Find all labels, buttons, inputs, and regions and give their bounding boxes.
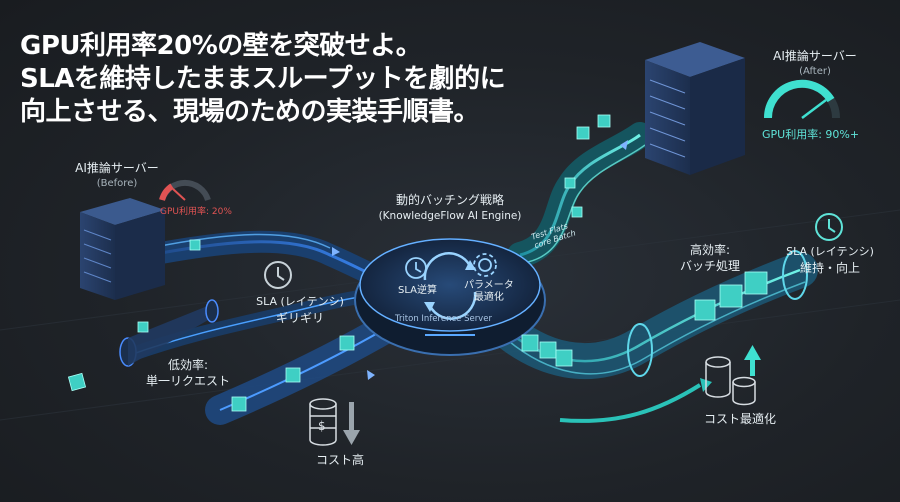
after-server-label: AI推論サーバー (After) (760, 48, 870, 80)
engine-param-label: パラメータ 最適化 (464, 280, 514, 304)
clock-icon-before (264, 261, 292, 289)
sla-after-line1: SLA (レイテンシ) (786, 245, 874, 258)
engine-title: 動的バッチング戦略 (395, 193, 504, 207)
headline: GPU利用率20%の壁を突破せよ。 SLAを維持したままスループットを劇的に 向… (20, 30, 506, 129)
after-server-title: AI推論サーバー (773, 49, 857, 63)
narrow-pipe (119, 299, 219, 367)
before-server-title: AI推論サーバー (75, 161, 159, 175)
engine-server-label: Triton Inference Server (395, 314, 492, 324)
sla-before-label: SLA (レイテンシ) ギリギリ (245, 294, 355, 326)
pipe-before-to-hub (139, 230, 403, 294)
data-cubes (67, 114, 768, 412)
sla-before-line1: SLA (レイテンシ) (256, 295, 344, 308)
engine-param-line2: 最適化 (473, 292, 504, 303)
sla-after-label: SLA (レイテンシ) 維持・向上 (780, 244, 880, 276)
clock-icon-hub (405, 257, 427, 279)
headline-line3: 向上させる、現場のための実装手順書。 (20, 97, 480, 127)
low-eff-line1: 低効率: (167, 358, 209, 372)
flow-chevrons (332, 140, 628, 380)
arrow-down-icon (343, 402, 360, 445)
svg-text:$: $ (318, 419, 326, 433)
server-icon-before (80, 198, 165, 300)
low-eff-label: 低効率: 単一リクエスト (138, 357, 238, 389)
batch-pipe-rings (627, 250, 808, 377)
coin-stack-icon-opt (705, 356, 756, 406)
clock-icon-after (815, 213, 843, 241)
headline-line1: GPU利用率20%の壁を突破せよ。 (20, 31, 422, 61)
sla-before-line2: ギリギリ (275, 311, 324, 325)
low-eff-line2: 単一リクエスト (145, 374, 230, 388)
engine-param-line1: パラメータ (464, 280, 514, 291)
cost-high-label: コスト高 (315, 453, 364, 467)
after-server-subtitle: (After) (799, 66, 831, 77)
server-icon-after (645, 42, 745, 175)
headline-line2: SLAを維持したままスループットを劇的に (20, 64, 506, 94)
flow-arrow-cost (559, 383, 702, 423)
gauge-icon-after (763, 79, 840, 119)
sla-after-line2: 維持・向上 (799, 261, 860, 275)
before-server-label: AI推論サーバー (Before) (62, 160, 172, 192)
engine-label: 動的バッチング戦略 (KnowledgeFlow AI Engine) (355, 192, 545, 224)
gear-icon (473, 253, 497, 277)
high-eff-line2: バッチ処理 (679, 259, 740, 273)
before-gauge-label: GPU利用率: 20% (160, 207, 232, 217)
engine-subtitle: (KnowledgeFlow AI Engine) (378, 210, 522, 222)
engine-sla-label: SLA逆算 (398, 285, 437, 296)
gauge-icon-before (159, 179, 211, 202)
high-eff-line1: 高効率: (689, 243, 731, 257)
coin-stack-icon-high: $ (309, 398, 337, 446)
arrow-up-icon (744, 345, 761, 376)
before-server-subtitle: (Before) (96, 178, 138, 189)
cost-opt-label: コスト最適化 (703, 412, 776, 426)
engine-hub (354, 238, 546, 356)
after-gauge-label: GPU利用率: 90%+ (762, 128, 860, 141)
high-eff-label: 高効率: バッチ処理 (660, 242, 760, 274)
